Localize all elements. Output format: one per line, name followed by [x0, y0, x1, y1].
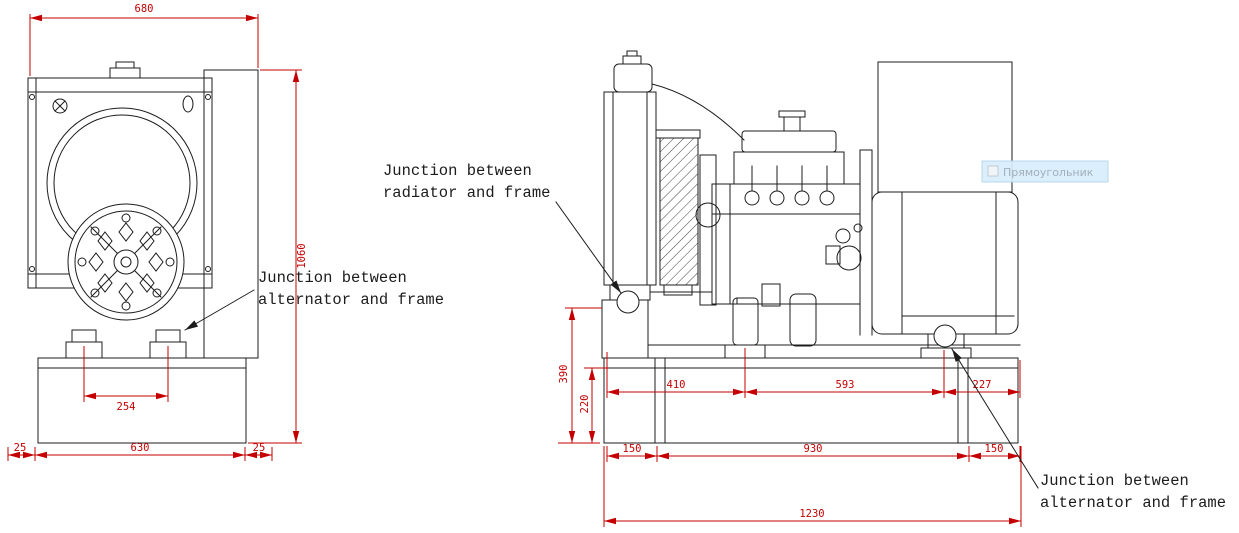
dim-side-span-alternator-end: 227 [973, 379, 992, 391]
annotation-text: alternator and frame [1040, 494, 1226, 512]
engine-side [695, 110, 863, 359]
front-view-dimensions[interactable]: 680 1060 254 25 630 25 [7, 3, 308, 461]
dim-front-overall-width: 680 [135, 3, 154, 15]
dim-side-mount-height: 390 [558, 365, 570, 384]
entity-tooltip: Прямоугольник [981, 160, 1109, 183]
air-cleaner [659, 137, 699, 286]
annotation-alternator-frame-side[interactable]: Junction between alternator and frame [951, 348, 1226, 512]
engine-mount [732, 297, 759, 346]
leader-line [555, 201, 622, 294]
annotation-text: Junction between [383, 162, 532, 180]
dim-side-span-radiator-engine: 410 [667, 379, 686, 391]
annotation-text: Junction between [258, 269, 407, 287]
annotation-text: alternator and frame [258, 291, 444, 309]
filler-cap [52, 98, 68, 114]
oil-filter [789, 293, 817, 347]
dim-front-feet-spacing: 254 [117, 401, 136, 413]
base-frame-side [603, 357, 1019, 444]
dim-front-margin-left: 25 [14, 442, 27, 454]
radiator-cap [109, 67, 141, 79]
dim-side-foot-right: 150 [985, 443, 1004, 455]
base-frame-front [37, 357, 247, 444]
radiator-junction-marker [616, 290, 640, 314]
dim-front-margin-right: 25 [253, 442, 266, 454]
annotation-text: radiator and frame [383, 184, 550, 202]
dim-front-overall-height: 1060 [296, 243, 308, 268]
annotation-text: Junction between [1040, 472, 1189, 490]
rectangle-entity-icon [987, 165, 999, 177]
side-view-dimensions[interactable]: 390 220 410 593 227 150 930 150 1230 [558, 307, 1022, 527]
dim-side-foot-span: 930 [804, 443, 823, 455]
alternator-junction-marker [933, 324, 957, 348]
dim-side-foot-left: 150 [623, 443, 642, 455]
dim-side-overall-length: 1230 [799, 508, 824, 520]
leader-line [184, 289, 255, 331]
tooltip-background [981, 160, 1109, 183]
annotation-radiator-frame[interactable]: Junction between radiator and frame [383, 162, 622, 294]
starter-motor [836, 245, 862, 271]
dim-front-base-width: 630 [131, 442, 150, 454]
front-view-drawing[interactable] [27, 61, 259, 444]
dim-side-span-engine-alternator: 593 [836, 379, 855, 391]
side-view-drawing[interactable] [601, 50, 1021, 444]
tooltip-label: Прямоугольник [1003, 166, 1094, 179]
annotation-alternator-frame-front[interactable]: Junction between alternator and frame [184, 269, 444, 331]
radiator-top-tank [613, 63, 653, 93]
shaft-hub [113, 249, 139, 275]
leader-line [951, 348, 1039, 489]
radiator-side [603, 91, 657, 286]
dim-side-base-height: 220 [579, 395, 591, 414]
